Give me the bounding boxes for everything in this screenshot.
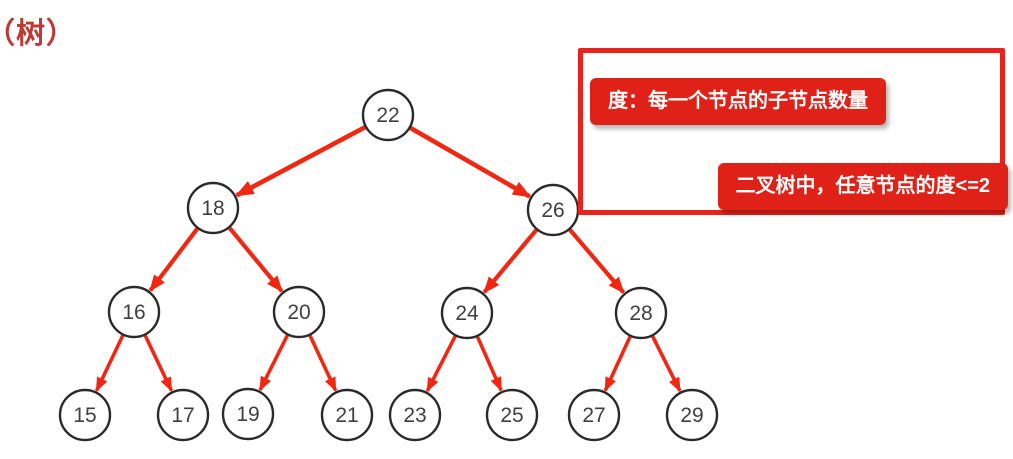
tree-node-circle [567,388,621,442]
tree-node-29: 29 [665,388,719,442]
tree-node-22: 22 [361,88,415,142]
tree-edge-22-26 [409,126,532,199]
tree-node-value: 15 [73,404,96,427]
tree-edge-28-29 [650,335,682,393]
tree-edge-16-15 [94,334,125,392]
tree-node-circle [107,285,161,339]
tree-node-value: 19 [236,403,259,426]
tree-node-value: 25 [500,404,523,427]
tree-node-18: 18 [186,181,240,235]
tree-node-value: 18 [201,197,224,220]
tree-node-value: 24 [455,302,479,325]
tree-node-circle [221,387,275,441]
tree-node-23: 23 [388,388,442,442]
tree-node-20: 20 [272,285,326,339]
tree-node-value: 28 [629,302,652,325]
tree-node-value: 16 [122,301,145,324]
tree-node-circle [485,388,539,442]
tree-node-circle [156,388,210,442]
tree-edge-26-28 [568,228,626,294]
tree-node-value: 26 [541,199,564,222]
tree-edge-20-21 [308,334,338,392]
tree-node-circle [665,388,719,442]
tree-edge-22-18 [235,125,367,198]
tree-node-circle [272,285,326,339]
tree-node-circle [186,181,240,235]
tree-edge-28-27 [603,335,632,392]
tree-edge-26-24 [482,228,538,294]
tree-node-circle [320,388,374,442]
tree-node-value: 23 [403,404,426,427]
tree-edge-18-16 [148,227,199,292]
annotation-box: 度：每一个节点的子节点数量 二叉树中，任意节点的度<=2 [578,48,1008,215]
tree-node-15: 15 [58,388,112,442]
tree-node-value: 29 [680,404,703,427]
tree-node-circle [361,88,415,142]
tree-node-value: 20 [287,301,310,324]
tree-edge-24-25 [475,336,503,392]
tree-edge-18-20 [227,226,284,293]
tree-node-circle [440,286,494,340]
tree-edge-24-23 [425,335,457,393]
tree-edge-20-19 [258,334,290,392]
tree-node-value: 27 [582,404,605,427]
tree-node-19: 19 [221,387,275,441]
page-title: （树） [0,18,77,50]
tree-node-25: 25 [485,388,539,442]
degree-definition-label: 度：每一个节点的子节点数量 [590,78,886,125]
tree-node-circle [58,388,112,442]
tree-node-circle [614,286,668,340]
tree-edge-16-17 [143,334,174,392]
tree-node-value: 22 [376,104,399,127]
tree-node-16: 16 [107,285,161,339]
tree-node-17: 17 [156,388,210,442]
tree-node-value: 17 [171,404,194,427]
tree-node-27: 27 [567,388,621,442]
tree-node-28: 28 [614,286,668,340]
tree-node-26: 26 [526,183,580,237]
binary-degree-rule-label: 二叉树中，任意节点的度<=2 [717,163,1008,210]
tree-node-21: 21 [320,388,374,442]
tree-node-circle [388,388,442,442]
tree-node-24: 24 [440,286,494,340]
tree-node-value: 21 [335,404,358,427]
